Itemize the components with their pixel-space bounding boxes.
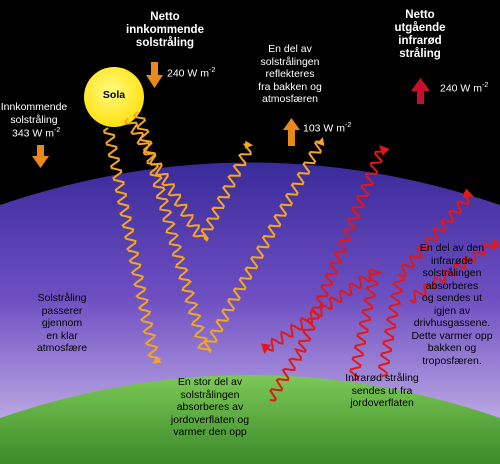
reflected-arrow-icon bbox=[283, 118, 300, 146]
net-incoming-title: Netto innkommende solstråling bbox=[126, 11, 204, 49]
sun-label: Sola bbox=[102, 89, 126, 101]
incoming-arrow-icon bbox=[32, 145, 49, 168]
net-incoming-value: 240 W m-2 bbox=[167, 67, 216, 80]
ir-ray-escaping bbox=[269, 145, 390, 402]
net-outgoing-value: 240 W m-2 bbox=[440, 82, 489, 95]
passes-through-text: Solstråling passerer gjennom en klar atm… bbox=[36, 292, 88, 354]
absorbed-surface-text: En stor del av solstrålingen absorberes … bbox=[170, 376, 250, 438]
ground-layer bbox=[0, 375, 500, 464]
solar-ray-reflected-ground bbox=[133, 111, 325, 353]
solar-ray-absorbed bbox=[102, 127, 162, 364]
ir-ray-side bbox=[409, 238, 500, 304]
net-incoming-arrow-icon bbox=[146, 62, 163, 88]
net-outgoing-arrow-icon bbox=[411, 78, 430, 104]
sun-icon bbox=[84, 67, 144, 127]
reflected-value: 103 W m-2 bbox=[303, 122, 352, 135]
infrared-rays bbox=[260, 145, 500, 402]
solar-ray-reflected-atmosphere bbox=[124, 117, 253, 242]
infrared-absorbed-text: En del av den infrarøde solstrålingen ab… bbox=[411, 242, 493, 367]
solar-rays bbox=[102, 111, 325, 364]
infrared-emitted-text: Infrarød stråling sendes ut fra jordover… bbox=[345, 372, 419, 409]
ir-ray-back-radiated bbox=[260, 268, 383, 381]
reflected-text: En del av solstrålingen reflekteres fra … bbox=[258, 43, 322, 105]
ir-ray-upward bbox=[377, 188, 474, 377]
incoming-title: Innkommende solstråling bbox=[0, 101, 68, 126]
net-outgoing-title: Netto utgående infrarød stråling bbox=[394, 9, 446, 60]
incoming-value: 343 W m-2 bbox=[12, 127, 61, 140]
